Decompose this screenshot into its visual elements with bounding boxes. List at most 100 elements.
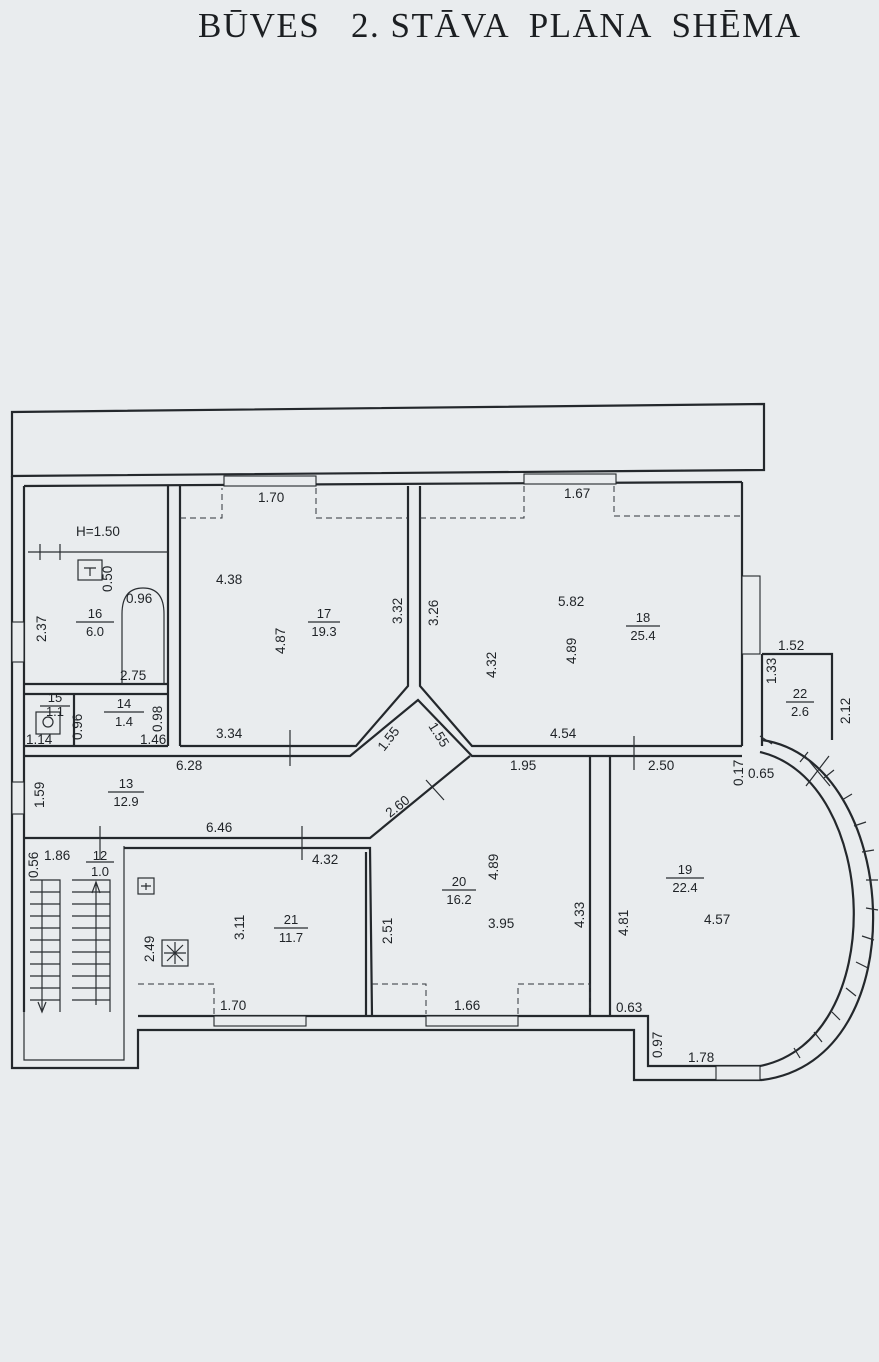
niche-18 [420, 486, 742, 519]
bay-windows [793, 751, 879, 1059]
svg-text:22.4: 22.4 [672, 880, 697, 895]
dim: 0.17 [731, 760, 746, 786]
dim: 4.32 [484, 652, 499, 678]
svg-text:2.6: 2.6 [791, 704, 809, 719]
svg-text:12: 12 [93, 848, 107, 863]
dim: 1.33 [764, 658, 779, 684]
staircase [30, 879, 111, 1014]
page-title: BŪVES 2. STĀVA PLĀNA SHĒMA [198, 6, 802, 45]
toilet-16-mark [84, 567, 96, 576]
toilet-21-mark [141, 883, 151, 890]
window-19 [715, 1065, 761, 1081]
dim: 2.50 [648, 758, 674, 773]
dim: 6.28 [176, 758, 202, 773]
dim: 5.82 [558, 594, 584, 609]
dim: 1.46 [140, 732, 166, 747]
svg-text:1.4: 1.4 [115, 714, 133, 729]
dim: 4.81 [616, 910, 631, 936]
dim: 4.89 [486, 854, 501, 880]
height-note: H=1.50 [76, 524, 120, 539]
svg-text:11.7: 11.7 [279, 930, 303, 945]
dim: 2.51 [380, 918, 395, 944]
dim: 0.97 [650, 1032, 665, 1058]
window-13 [11, 781, 25, 815]
svg-text:19.3: 19.3 [311, 624, 336, 639]
dim: 0.65 [748, 766, 774, 781]
room-14: 141.4 [104, 696, 144, 729]
dim: 4.32 [312, 852, 338, 867]
dim: 3.34 [216, 726, 243, 741]
dim: 0.96 [126, 591, 152, 606]
bay-arc-outer [761, 738, 875, 1082]
window-17 [223, 475, 317, 487]
svg-text:16.2: 16.2 [446, 892, 471, 907]
outer-wall [10, 476, 762, 1082]
svg-text:22: 22 [793, 686, 807, 701]
door-ticks [99, 730, 831, 860]
window-18-right [741, 575, 761, 655]
window-18 [523, 473, 617, 485]
svg-text:12.9: 12.9 [113, 794, 138, 809]
dim: 1.66 [454, 998, 480, 1013]
washbasin-15-box [35, 711, 61, 735]
dim: 1.14 [26, 732, 53, 747]
dim: 4.38 [216, 572, 242, 587]
wall-segment-16 [28, 544, 168, 560]
room-17: 17 19.3 [308, 606, 340, 639]
svg-text:21: 21 [284, 912, 298, 927]
dim: 0.63 [616, 1000, 642, 1015]
room-13: 13 12.9 [108, 776, 144, 809]
svg-text:17: 17 [317, 606, 331, 621]
dim: 2.49 [142, 936, 157, 962]
dim: 1.55 [375, 724, 403, 754]
svg-text:1.0: 1.0 [91, 864, 109, 879]
dim: 0.96 [70, 714, 85, 740]
dim: 2.12 [838, 698, 853, 724]
svg-text:16: 16 [88, 606, 102, 621]
dim: 1.70 [258, 490, 284, 505]
terrace-outline [10, 402, 766, 478]
vent-icon [161, 939, 189, 967]
dim: 6.46 [206, 820, 232, 835]
toilet-21 [137, 877, 155, 895]
dim: 4.89 [564, 638, 579, 664]
room-15: 151.1 [40, 690, 70, 719]
room-16: 166.0 [76, 606, 114, 639]
dim: 1.78 [688, 1050, 714, 1065]
dim: 0.98 [150, 706, 165, 732]
svg-text:25.4: 25.4 [630, 628, 655, 643]
dim: 0.56 [26, 852, 41, 878]
dim: 3.11 [232, 915, 247, 940]
svg-text:13: 13 [119, 776, 133, 791]
toilet-16 [77, 559, 103, 581]
dim: 3.26 [426, 600, 441, 626]
bay-arc-inner [759, 750, 855, 1068]
svg-text:1.1: 1.1 [46, 704, 64, 719]
wall-16-17 [166, 486, 182, 746]
wall-20-19 [588, 756, 612, 1016]
dimension-labels: 1.70 1.67 4.38 5.82 0.96 2.75 1.52 1.14 … [26, 486, 853, 1065]
dim: 1.52 [778, 638, 804, 653]
wall-corridor-bottom [24, 755, 471, 840]
window-21 [213, 1015, 307, 1027]
dim: 1.59 [32, 782, 47, 808]
niche-17 [180, 488, 408, 519]
wall-17-18 [180, 486, 742, 748]
dim: 2.37 [34, 616, 49, 642]
dim: 4.33 [572, 902, 587, 928]
dim: 1.55 [425, 720, 452, 750]
dim: 1.70 [220, 998, 246, 1013]
dim: 0.50 [100, 566, 115, 592]
niche-20 [372, 983, 591, 1014]
wall-21-top [124, 846, 374, 1017]
dim: 1.86 [44, 848, 70, 863]
room22-tick [759, 735, 773, 745]
dim: 2.75 [120, 668, 146, 683]
dim: 1.95 [510, 758, 536, 773]
room-22: 222.6 [786, 686, 814, 719]
dim: 4.57 [704, 912, 730, 927]
